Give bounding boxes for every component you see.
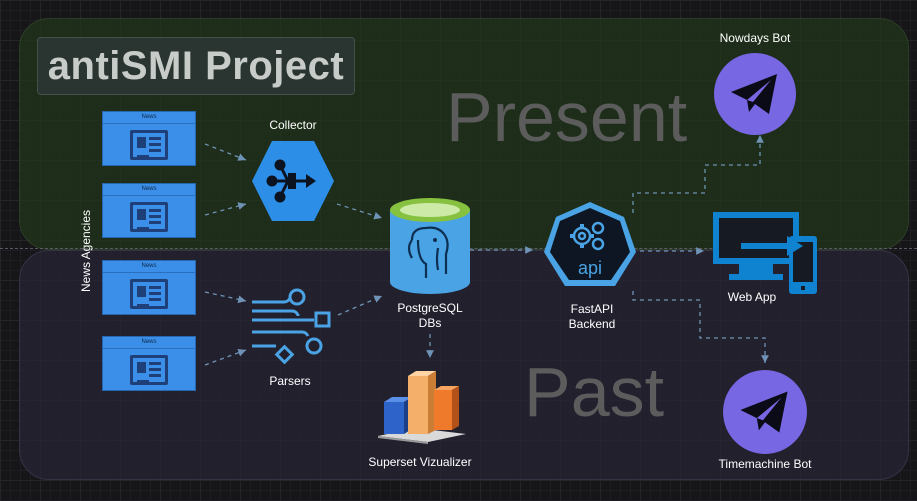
telegram-icon[interactable] [722, 369, 808, 455]
news-agency-card: News [102, 260, 196, 315]
news-agencies-label: News Agencies [79, 209, 93, 293]
web-app-label: Web App [727, 290, 777, 304]
news-card-header: News [103, 184, 195, 196]
api-badge-text: api [578, 258, 602, 278]
news-card-header: News [103, 261, 195, 273]
bar-chart-icon [378, 371, 466, 444]
parsers-icon [252, 288, 331, 365]
newspaper-icon [130, 355, 168, 385]
superset-label: Superset Vizualizer [368, 455, 472, 469]
timemachine-bot-label: Timemachine Bot [718, 457, 812, 471]
arrow-news1-collector [204, 143, 247, 161]
news-agency-card: News [102, 183, 196, 238]
arrow-news2-collector [204, 202, 247, 216]
news-card-header: News [103, 112, 195, 124]
news-card-header: News [103, 337, 195, 349]
arrow-parsers-db [337, 295, 383, 316]
backend-label-line2: Backend [568, 317, 616, 331]
news-agency-card: News [102, 336, 196, 391]
collector-label: Collector [269, 118, 317, 132]
fastapi-gears-icon: api [544, 202, 636, 286]
backend-label-line1: FastAPI [570, 302, 614, 316]
db-label-line2: DBs [418, 316, 442, 330]
arrow-backend-nowdays [632, 135, 764, 213]
parsers-label: Parsers [269, 374, 311, 388]
news-agency-card: News [102, 111, 196, 166]
collector-hexagon-icon [252, 141, 334, 221]
nowdays-bot-label: Nowdays Bot [719, 31, 791, 45]
arrow-news3-parsers [204, 291, 247, 304]
newspaper-icon [130, 202, 168, 232]
project-title: antiSMI Project [37, 37, 355, 95]
arrow-collector-db [336, 203, 383, 220]
arrow-news4-parsers [204, 349, 247, 366]
newspaper-icon [130, 279, 168, 309]
db-label-line1: PostgreSQL [397, 301, 463, 315]
monitor-icon[interactable] [709, 208, 819, 300]
postgresql-elephant-icon [390, 198, 470, 294]
past-label: Past [524, 353, 665, 431]
telegram-icon[interactable] [713, 52, 797, 136]
present-label: Present [446, 78, 688, 156]
newspaper-icon [130, 130, 168, 160]
